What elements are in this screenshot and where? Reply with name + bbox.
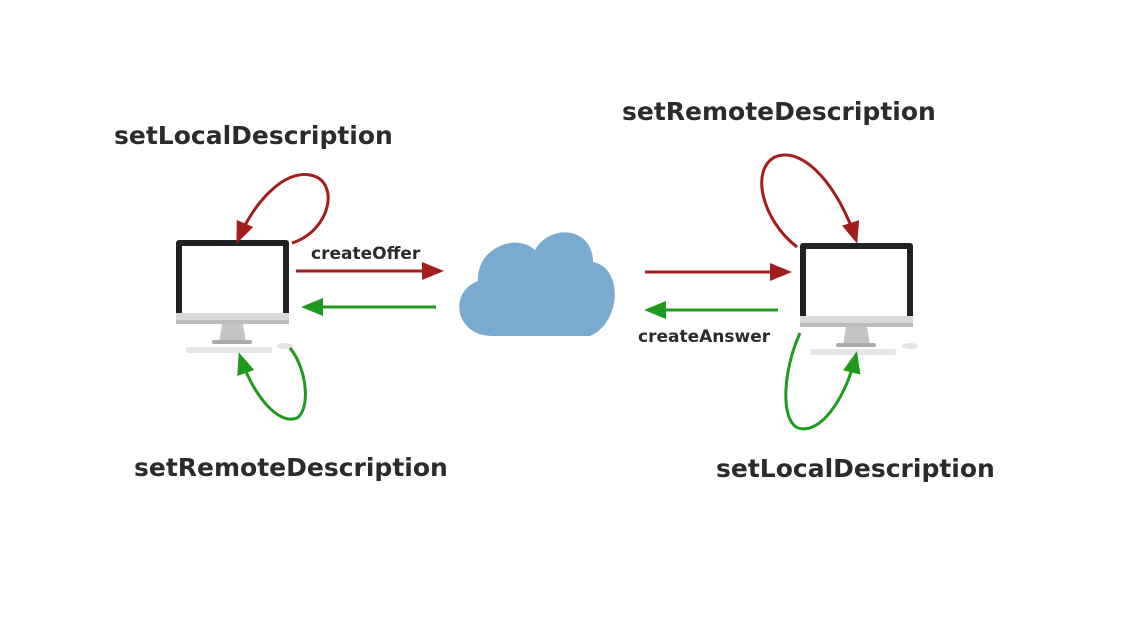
label-right-set-local-description: setLocalDescription [716, 454, 995, 483]
right-monitor-icon [800, 243, 918, 355]
left-set-remote-description-arrow [237, 347, 307, 421]
label-left-set-remote-description: setRemoteDescription [134, 453, 448, 482]
label-left-set-local-description: setLocalDescription [114, 121, 393, 150]
label-right-set-remote-description: setRemoteDescription [622, 97, 936, 126]
left-monitor-icon [176, 240, 293, 353]
left-set-local-description-arrow [236, 172, 330, 245]
label-create-offer: createOffer [311, 244, 421, 264]
right-set-remote-description-arrow [760, 153, 860, 249]
label-create-answer: createAnswer [638, 327, 771, 347]
cloud-icon [459, 232, 615, 336]
right-set-local-description-arrow [784, 332, 861, 431]
